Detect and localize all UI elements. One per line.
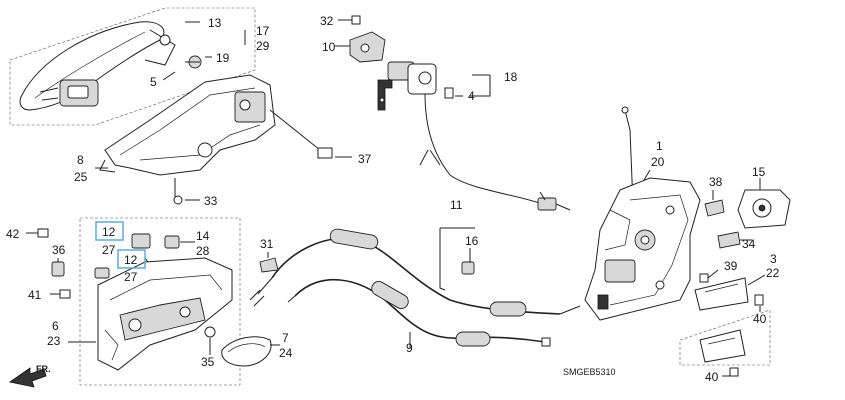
callout-18: 18: [504, 70, 518, 84]
callout-5: 5: [150, 75, 157, 89]
callout-10: 10: [322, 40, 336, 54]
callout-17: 17: [256, 24, 270, 38]
callout-12-b: 12: [124, 253, 138, 267]
callout-20: 20: [651, 155, 665, 169]
callout-13: 13: [208, 16, 222, 30]
callout-16: 16: [465, 234, 479, 248]
outside-handle-group: [9, 7, 256, 126]
callout-39: 39: [724, 259, 738, 273]
callout-28: 28: [196, 244, 210, 258]
callout-1: 1: [656, 139, 663, 153]
callout-6: 6: [52, 319, 59, 333]
front-direction-arrow: [9, 367, 47, 388]
callout-labels: 13 17 29 19 5 32 10 18 4 8 25 37 33 1 20…: [6, 14, 780, 384]
callout-35: 35: [201, 355, 215, 369]
callout-3: 3: [770, 252, 777, 266]
callout-38: 38: [709, 175, 723, 189]
inside-handle-group: [68, 217, 241, 386]
highlight-box-12-a: [95, 221, 124, 241]
door-latch-assembly: [584, 177, 701, 321]
callout-25: 25: [74, 170, 88, 184]
diagram-code: SMGEB5310: [563, 367, 616, 377]
left-small-parts: [26, 228, 71, 299]
callout-42: 42: [6, 227, 20, 241]
callout-37: 37: [358, 152, 372, 166]
callout-8: 8: [77, 153, 84, 167]
cable-group: [249, 227, 581, 348]
callout-41: 41: [28, 288, 42, 302]
callout-11: 11: [450, 198, 463, 212]
highlight-box-12-b: [117, 249, 146, 269]
callout-14: 14: [196, 229, 210, 243]
callout-15: 15: [752, 165, 766, 179]
handle-base-bracket: [95, 74, 352, 205]
striker-group: [704, 178, 791, 249]
direction-label: FR.: [36, 364, 51, 374]
latch-cover-group: [679, 269, 771, 377]
callout-31: 31: [260, 237, 274, 251]
callout-7: 7: [282, 331, 289, 345]
callout-22: 22: [766, 266, 780, 280]
cover-part: [221, 336, 280, 367]
callout-19: 19: [216, 51, 230, 65]
key-cylinder-group: [335, 15, 571, 211]
callout-23: 23: [47, 334, 61, 348]
callout-40-a: 40: [753, 312, 767, 326]
callout-27-b: 27: [124, 270, 138, 284]
callout-24: 24: [279, 346, 293, 360]
callout-36: 36: [52, 243, 66, 257]
callout-34: 34: [742, 237, 756, 251]
callout-33: 33: [204, 194, 218, 208]
callout-9: 9: [406, 341, 413, 355]
callout-32: 32: [320, 14, 334, 28]
callout-12-a: 12: [102, 225, 116, 239]
callout-40-b: 40: [705, 370, 719, 384]
callout-29: 29: [256, 39, 270, 53]
callout-27-a: 27: [102, 243, 116, 257]
callout-4: 4: [468, 89, 475, 103]
